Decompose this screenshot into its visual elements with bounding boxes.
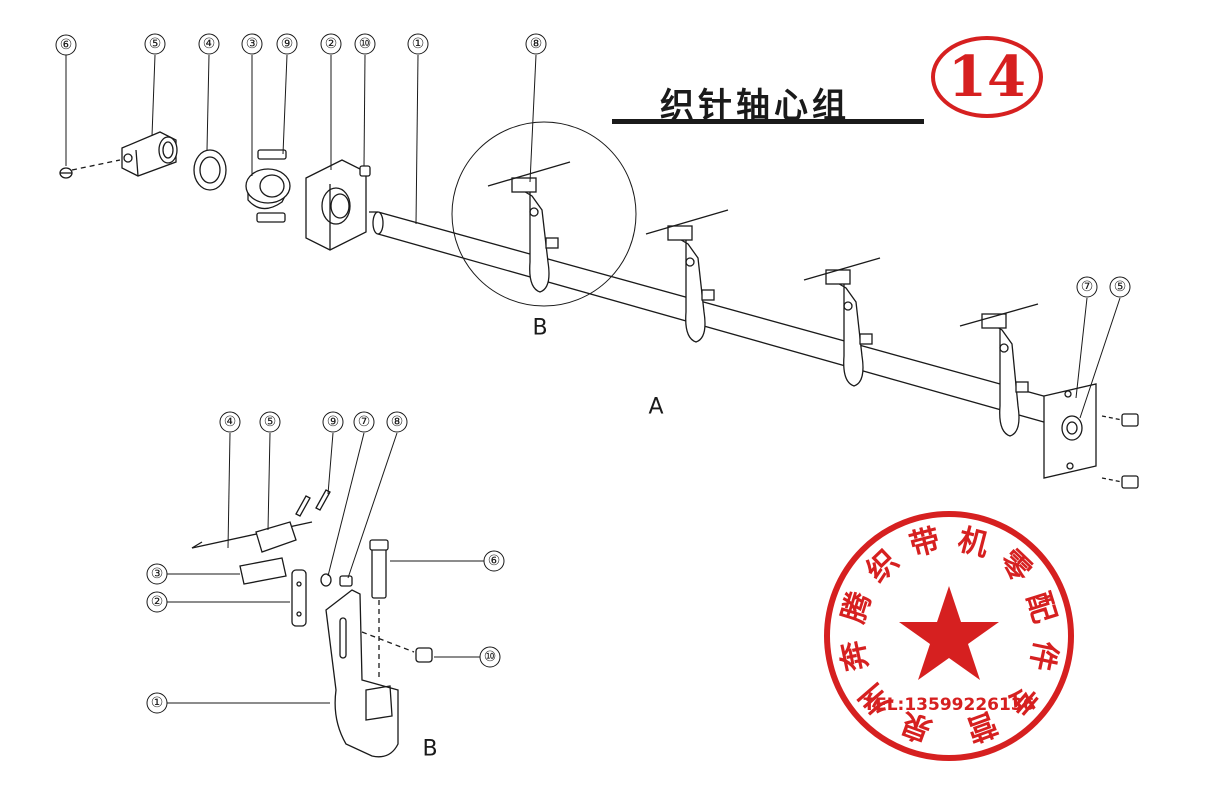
axis-line (71, 159, 121, 171)
page-number: 14 (948, 44, 1026, 110)
part-6-screw (59, 167, 73, 179)
callout-balloon (1076, 276, 1098, 298)
part-2-plate (291, 569, 307, 627)
callout-number: ⑤ (149, 36, 162, 52)
callout-balloon (479, 646, 501, 668)
callout-number: ③ (151, 566, 164, 582)
needle-lever-2 (645, 209, 729, 343)
needle-lever-4 (959, 303, 1039, 437)
callout-number: ⑩ (484, 649, 497, 665)
title-block: 织针轴心组 (612, 70, 924, 126)
callout-balloon (525, 33, 547, 55)
callout-number: ⑥ (60, 37, 73, 53)
callout-balloon (320, 33, 342, 55)
view-a-label: A (648, 395, 663, 420)
callout-balloon (322, 411, 344, 433)
part-5-end-bolts (1101, 413, 1139, 489)
star-icon (899, 586, 999, 680)
part-1-lever-arm (325, 589, 399, 758)
part-3-collar (245, 168, 291, 210)
callout-balloon (407, 33, 429, 55)
callout-balloon (146, 563, 168, 585)
callout-balloon (219, 411, 241, 433)
callout-number: ① (412, 36, 425, 52)
callout-number: ⑧ (530, 36, 543, 52)
callout-number: ⑨ (281, 36, 294, 52)
callout-number: ③ (246, 36, 259, 52)
part-7-end-plate (1043, 383, 1097, 479)
part-10-bolt (361, 631, 433, 663)
stamp-ring (824, 511, 1074, 761)
view-b-assembly (191, 489, 433, 758)
stamp-arc-char: 织 (860, 543, 906, 589)
part-3-holder (239, 557, 287, 585)
callout-balloon (386, 411, 408, 433)
needle-clamp (255, 521, 297, 553)
callout-number: ② (151, 594, 164, 610)
main-shaft (369, 211, 1059, 427)
detail-circle-b (451, 121, 637, 307)
view-a-assembly (59, 121, 1139, 489)
callout-balloon (146, 591, 168, 613)
stamp-arc-char: 奔 (835, 636, 876, 674)
callout-balloon (353, 411, 375, 433)
callout-balloon (144, 33, 166, 55)
part-2-bearing-block (305, 159, 367, 251)
callout-balloon (354, 33, 376, 55)
callout-number: ⑦ (358, 414, 371, 430)
callout-number: ⑧ (391, 414, 404, 430)
view-b-label: B (422, 737, 437, 762)
callout-number: ② (325, 36, 338, 52)
stamp-arc-char: 腾 (836, 587, 879, 627)
stamp-arc-char: 配 (1020, 588, 1062, 627)
page-number-badge: 14 (931, 36, 1043, 118)
callout-number: ⑨ (327, 414, 340, 430)
part-7-washer (320, 573, 332, 587)
company-stamp: 泉州奔腾织带机零配件专营 TEL:13599226136 (824, 511, 1074, 761)
stamp-arc-char: 件 (1023, 637, 1063, 674)
part-5-bushing (121, 131, 178, 177)
part-6-cap-screw (369, 539, 389, 680)
callout-balloon (146, 692, 168, 714)
callout-number: ④ (224, 414, 237, 430)
callout-number: ① (151, 695, 164, 711)
view-a-callouts (65, 54, 1121, 419)
stamp-phone: TEL:13599226136 (864, 695, 1035, 715)
detail-b-label: B (532, 316, 547, 341)
part-4-washer (193, 149, 227, 191)
callout-balloon (198, 33, 220, 55)
needle-lever-1 (487, 161, 571, 293)
callout-balloon (1109, 276, 1131, 298)
title-underline (612, 119, 924, 124)
part-9-bolts (256, 149, 287, 223)
view-b-callouts (166, 432, 484, 704)
callout-balloon (276, 33, 298, 55)
callout-balloon (241, 33, 263, 55)
callout-number: ⑦ (1081, 279, 1094, 295)
view-a-callout-balloons: ⑥ ⑤ ④ ③ ⑨ ② ⑩ ① ⑧ ⑦ ⑤ (55, 33, 1131, 298)
callout-number: ⑤ (1114, 279, 1127, 295)
stamp-arc-char: 机 (954, 522, 992, 563)
view-b-callout-balloons: ④ ⑤ ⑨ ⑦ ⑧ ③ ② ① ⑥ ⑩ (146, 411, 505, 714)
callout-balloon (259, 411, 281, 433)
stamp-arc-char: 带 (906, 522, 944, 563)
callout-number: ⑥ (488, 553, 501, 569)
callout-balloon (483, 550, 505, 572)
part-8-nut (339, 575, 353, 587)
callout-balloon (55, 34, 77, 56)
needle-lever-3 (803, 257, 881, 387)
callout-number: ⑤ (264, 414, 277, 430)
callout-number: ⑩ (359, 36, 372, 52)
callout-number: ④ (203, 36, 216, 52)
clamp-screws (295, 489, 331, 517)
part-10-set-screw (359, 165, 371, 177)
